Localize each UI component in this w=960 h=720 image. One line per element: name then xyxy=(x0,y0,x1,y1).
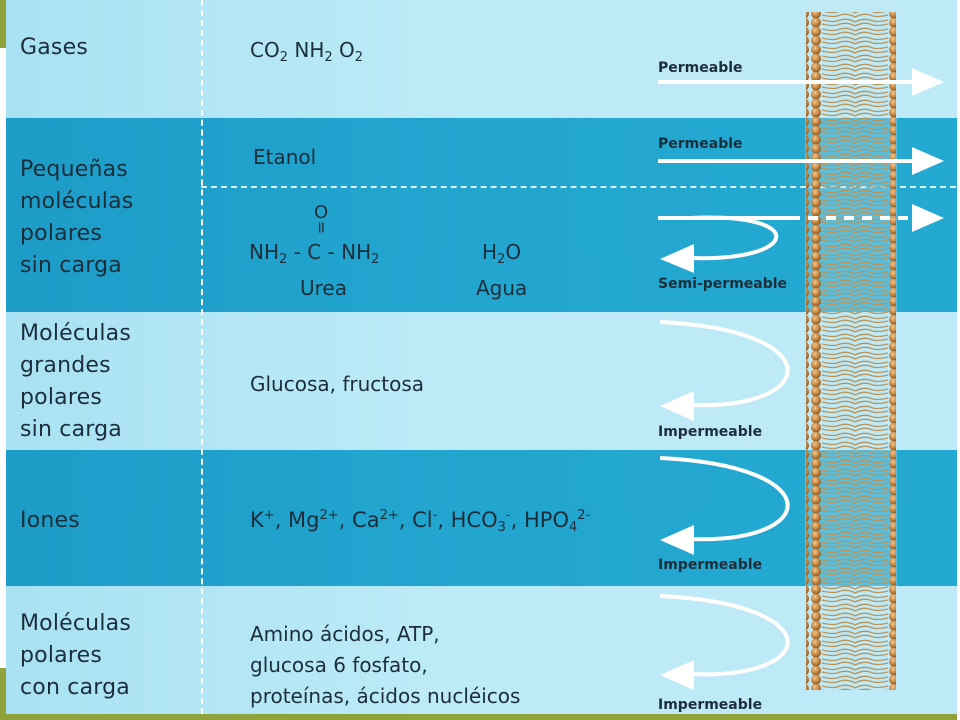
gases-formulas: CO2 NH2 O2 xyxy=(250,38,364,65)
column-divider xyxy=(201,0,203,714)
arrow-gases-permeable xyxy=(658,68,944,96)
label-semi-permeable: Semi-permeable xyxy=(658,276,788,292)
arrow-large-polar-impermeable xyxy=(659,320,790,421)
large-polar-molecules: Glucosa, fructosa xyxy=(250,372,425,396)
arrow-ions-impermeable xyxy=(659,456,790,555)
band-gases xyxy=(6,0,960,118)
lipid-bilayer xyxy=(805,0,897,690)
ions-formulas: K+, Mg2+, Ca2+, Cl-, HCO3-, HPO42- xyxy=(250,508,591,535)
urea-oxygen: O xyxy=(314,202,329,223)
arrow-semi-permeable xyxy=(658,204,944,273)
category-small-polar: Pequeñas moléculas polares sin carga xyxy=(20,157,134,278)
accent-bar-bottom xyxy=(0,714,960,720)
band-charged-polar xyxy=(6,586,960,714)
arrow-charged-polar-impermeable xyxy=(659,594,790,690)
category-gases: Gases xyxy=(20,35,88,60)
label-etanol-permeable: Permeable xyxy=(658,136,743,152)
urea-formula: NH2 - C - NH2 xyxy=(249,240,380,267)
urea-label: Urea xyxy=(300,276,347,300)
urea-double-bond: = xyxy=(312,220,332,235)
etanol-label: Etanol xyxy=(253,145,317,169)
category-large-polar: Moléculas grandes polares sin carga xyxy=(20,321,131,442)
label-gases-permeable: Permeable xyxy=(658,60,743,76)
row-divider-small-molecules xyxy=(201,186,956,188)
label-charged-polar-impermeable: Impermeable xyxy=(658,697,763,713)
arrow-etanol-permeable xyxy=(658,147,944,175)
charged-polar-molecules: Amino ácidos, ATP, glucosa 6 fosfato, pr… xyxy=(250,622,521,708)
water-label: Agua xyxy=(476,276,528,300)
right-edge xyxy=(957,0,960,720)
label-ions-impermeable: Impermeable xyxy=(658,557,763,573)
accent-bar-top-left xyxy=(0,0,6,48)
band-ions xyxy=(6,450,960,586)
band-large-polar xyxy=(6,312,960,450)
label-large-polar-impermeable: Impermeable xyxy=(658,424,763,440)
category-charged-polar: Moléculas polares con carga xyxy=(20,611,131,700)
water-formula: H2O xyxy=(482,240,522,267)
accent-bar-bottom-left xyxy=(0,668,6,720)
category-ions: Iones xyxy=(20,508,80,533)
band-small-polar xyxy=(6,118,960,312)
